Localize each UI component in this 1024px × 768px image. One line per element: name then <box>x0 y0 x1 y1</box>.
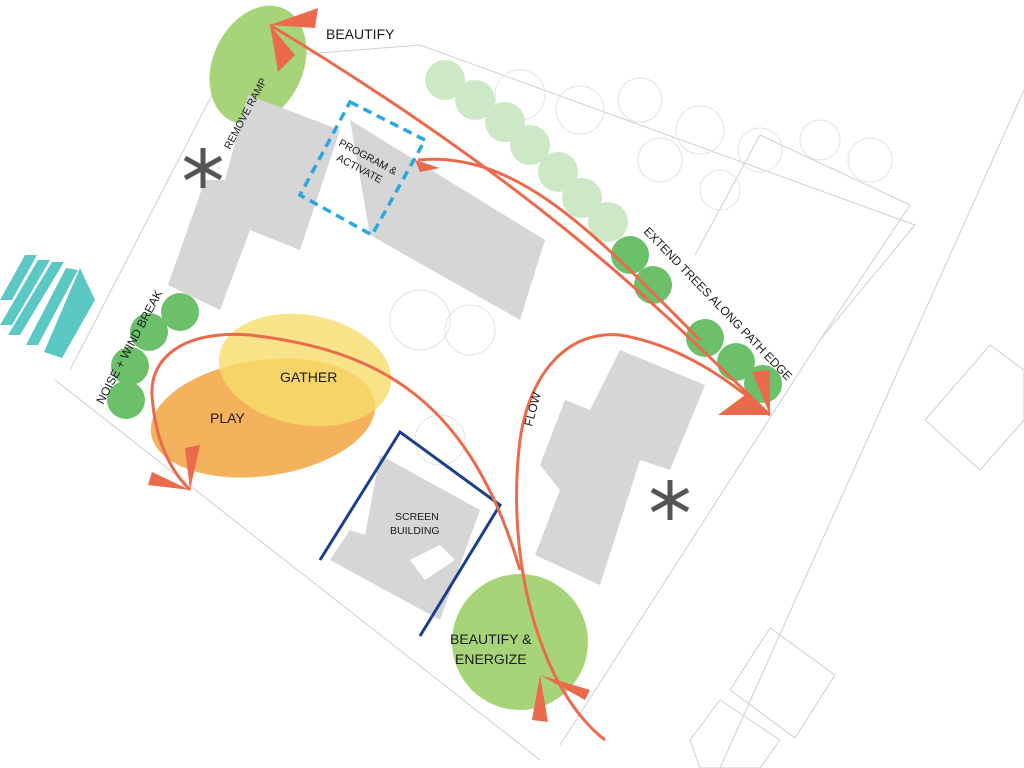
asterisk-icon <box>183 148 223 188</box>
building-north-west <box>168 95 340 310</box>
trees-light <box>425 60 628 242</box>
label-flow: FLOW <box>521 390 544 428</box>
building-north <box>350 120 545 320</box>
label-beautify-energize-1: BEAUTIFY & <box>450 631 532 647</box>
building-east <box>535 350 705 585</box>
screen-outline <box>318 429 503 637</box>
label-play: PLAY <box>210 410 245 426</box>
asterisk-icon <box>650 480 690 520</box>
wind-arrow-icon <box>0 255 95 358</box>
screen-building <box>330 455 480 620</box>
label-screen-2: BUILDING <box>390 525 440 537</box>
site-linework <box>54 44 1024 768</box>
buildings <box>168 95 705 620</box>
gather-zone <box>218 313 392 427</box>
beautify-zone-top <box>209 5 307 125</box>
label-screen-1: SCREEN <box>395 511 439 523</box>
label-beautify: BEAUTIFY <box>326 26 395 42</box>
label-beautify-energize-2: ENERGIZE <box>455 651 527 667</box>
flow-arrows <box>148 8 772 742</box>
label-gather: GATHER <box>280 369 337 385</box>
